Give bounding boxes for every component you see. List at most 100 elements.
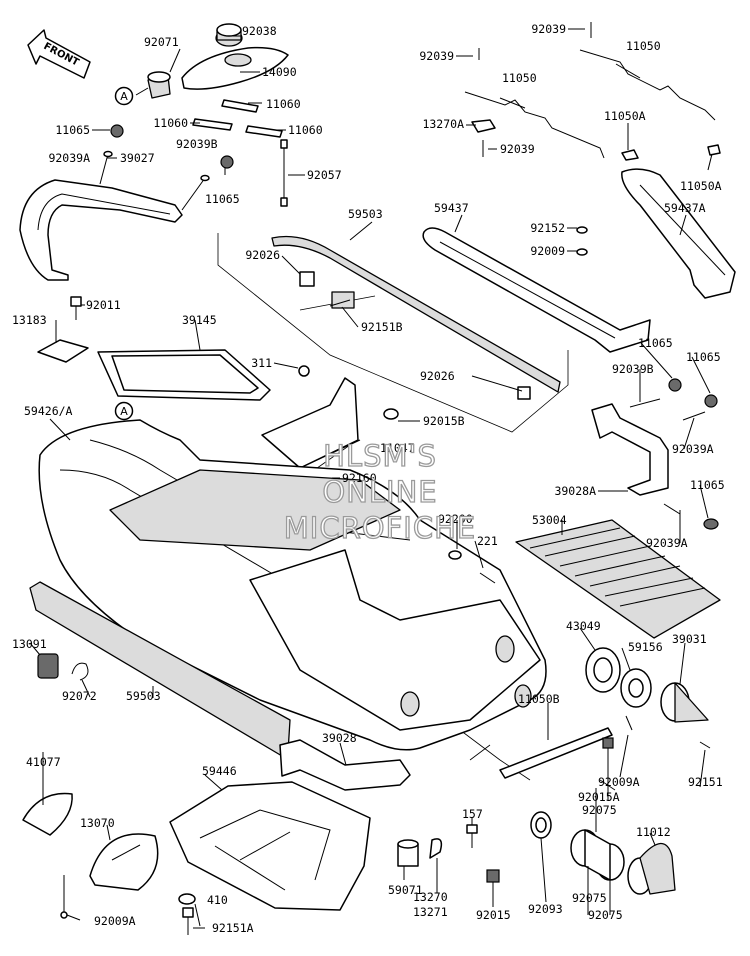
- part-92015a-nut: [602, 737, 614, 749]
- label-92015: 92015: [476, 908, 511, 922]
- label-39027: 39027: [120, 151, 155, 165]
- label-92015b: 92015B: [423, 414, 465, 428]
- label-92151a: 92151A: [212, 921, 254, 935]
- label-13183: 13183: [12, 313, 47, 327]
- label-11050a-b: 11050A: [680, 179, 722, 193]
- label-59156: 59156: [628, 640, 663, 654]
- part-59426-hull: [38, 419, 547, 751]
- label-11065-c: 11065: [638, 336, 673, 350]
- leader-lines: [29, 28, 713, 929]
- part-92009-screw-a: [576, 248, 588, 256]
- label-43049: 43049: [566, 619, 601, 633]
- part-11012-cover: [627, 842, 676, 895]
- label-92039a-b: 92039A: [672, 442, 714, 456]
- part-13091-cap: [37, 653, 59, 679]
- part-92039-bolts: [478, 22, 592, 157]
- label-59071: 59071: [388, 883, 423, 897]
- part-41077-fin: [22, 792, 73, 836]
- label-13270a: 13270A: [422, 117, 464, 131]
- part-92152-washer: [576, 226, 588, 234]
- label-92151: 92151: [688, 775, 723, 789]
- part-92151a-screw: [182, 907, 194, 935]
- label-39028a: 39028A: [554, 484, 596, 498]
- part-92151b-pin: [329, 291, 355, 309]
- part-13183-plate: [37, 339, 89, 363]
- label-13271: 13271: [413, 905, 448, 919]
- part-221-screw: [479, 572, 496, 584]
- watermark: HLSM'S ONLINE MICROFICHE: [283, 438, 476, 545]
- part-43049-gasket: [585, 647, 621, 693]
- part-11050b-bar: [499, 727, 613, 779]
- label-59503-b: 59503: [126, 689, 161, 703]
- watermark-line-3: MICROFICHE: [284, 511, 476, 545]
- part-92093-ring: [530, 811, 552, 839]
- part-13270-clip: [429, 838, 443, 859]
- part-92039a-bolt-a: [99, 150, 113, 185]
- part-59156-housing: [620, 668, 652, 708]
- label-92200: 92200: [438, 512, 473, 526]
- label-92039-b: 92039: [531, 22, 566, 36]
- part-11050-strip-a: [464, 91, 605, 159]
- label-59426a: 59426/A: [24, 404, 73, 418]
- part-39145-gasket: [97, 349, 271, 401]
- label-11050-b: 11050: [626, 39, 661, 53]
- part-11065-grommet-e: [703, 518, 719, 530]
- label-92151b: 92151B: [361, 320, 403, 334]
- part-39027-handle: [19, 179, 183, 281]
- label-53004: 53004: [532, 513, 567, 527]
- part-92009a-screw-a: [625, 715, 633, 731]
- part-59437-sponson: [422, 227, 651, 353]
- part-11065-grommet-a: [110, 124, 124, 138]
- label-39031: 39031: [672, 632, 707, 646]
- label-92009-a: 92009: [530, 244, 565, 258]
- label-92009a-b: 92009A: [94, 914, 136, 928]
- part-13270a-clip: [471, 119, 496, 133]
- label-92072: 92072: [62, 689, 97, 703]
- label-92075-a: 92075: [582, 803, 617, 817]
- part-14090-cover: [181, 46, 289, 90]
- label-92093: 92093: [528, 902, 563, 916]
- part-410-washer: [178, 893, 196, 905]
- part-39028a-handle: [591, 403, 669, 496]
- label-221: 221: [477, 534, 498, 548]
- label-92026-a: 92026: [245, 248, 280, 262]
- label-92039b-b: 92039B: [612, 362, 654, 376]
- part-92039a-bolt-b: [682, 411, 706, 421]
- label-11065-e: 11065: [690, 478, 725, 492]
- label-11065-a: 11065: [55, 123, 90, 137]
- part-92075-cap: [570, 829, 625, 881]
- label-92160: 92160: [342, 471, 377, 485]
- label-92038: 92038: [242, 24, 277, 38]
- part-157-bolt: [466, 824, 478, 848]
- part-92015-nut: [486, 869, 500, 883]
- label-92026-b: 92026: [420, 369, 455, 383]
- label-13270: 13270: [413, 890, 448, 904]
- part-311-nut: [298, 365, 310, 377]
- label-13070: 13070: [80, 816, 115, 830]
- label-92011: 92011: [86, 298, 121, 312]
- part-59503-rail-top: [271, 235, 561, 400]
- label-13091: 13091: [12, 637, 47, 651]
- front-arrow: FRONT: [27, 29, 91, 79]
- label-11060-b: 11060: [153, 116, 188, 130]
- part-11065-grommet-d: [704, 394, 718, 408]
- label-59437a: 59437A: [664, 201, 706, 215]
- label-311: 311: [251, 356, 272, 370]
- part-92011-bolt: [70, 296, 82, 320]
- part-92057-cable: [280, 139, 288, 207]
- label-11012: 11012: [636, 825, 671, 839]
- label-59437: 59437: [434, 201, 469, 215]
- svg-text:A: A: [120, 90, 128, 103]
- watermark-line-2: ONLINE: [322, 475, 437, 509]
- part-92151-screw: [699, 741, 711, 749]
- label-92075-b: 92075: [572, 891, 607, 905]
- label-59446: 59446: [202, 764, 237, 778]
- part-11050-strip-b: [579, 49, 716, 121]
- part-92039a-bolt-c: [663, 503, 681, 515]
- label-11050b: 11050B: [518, 692, 560, 706]
- label-92039a-a: 92039A: [48, 151, 90, 165]
- part-59446-grate: [169, 781, 371, 911]
- part-13070-cover: [89, 833, 159, 891]
- svg-text:A: A: [120, 405, 128, 418]
